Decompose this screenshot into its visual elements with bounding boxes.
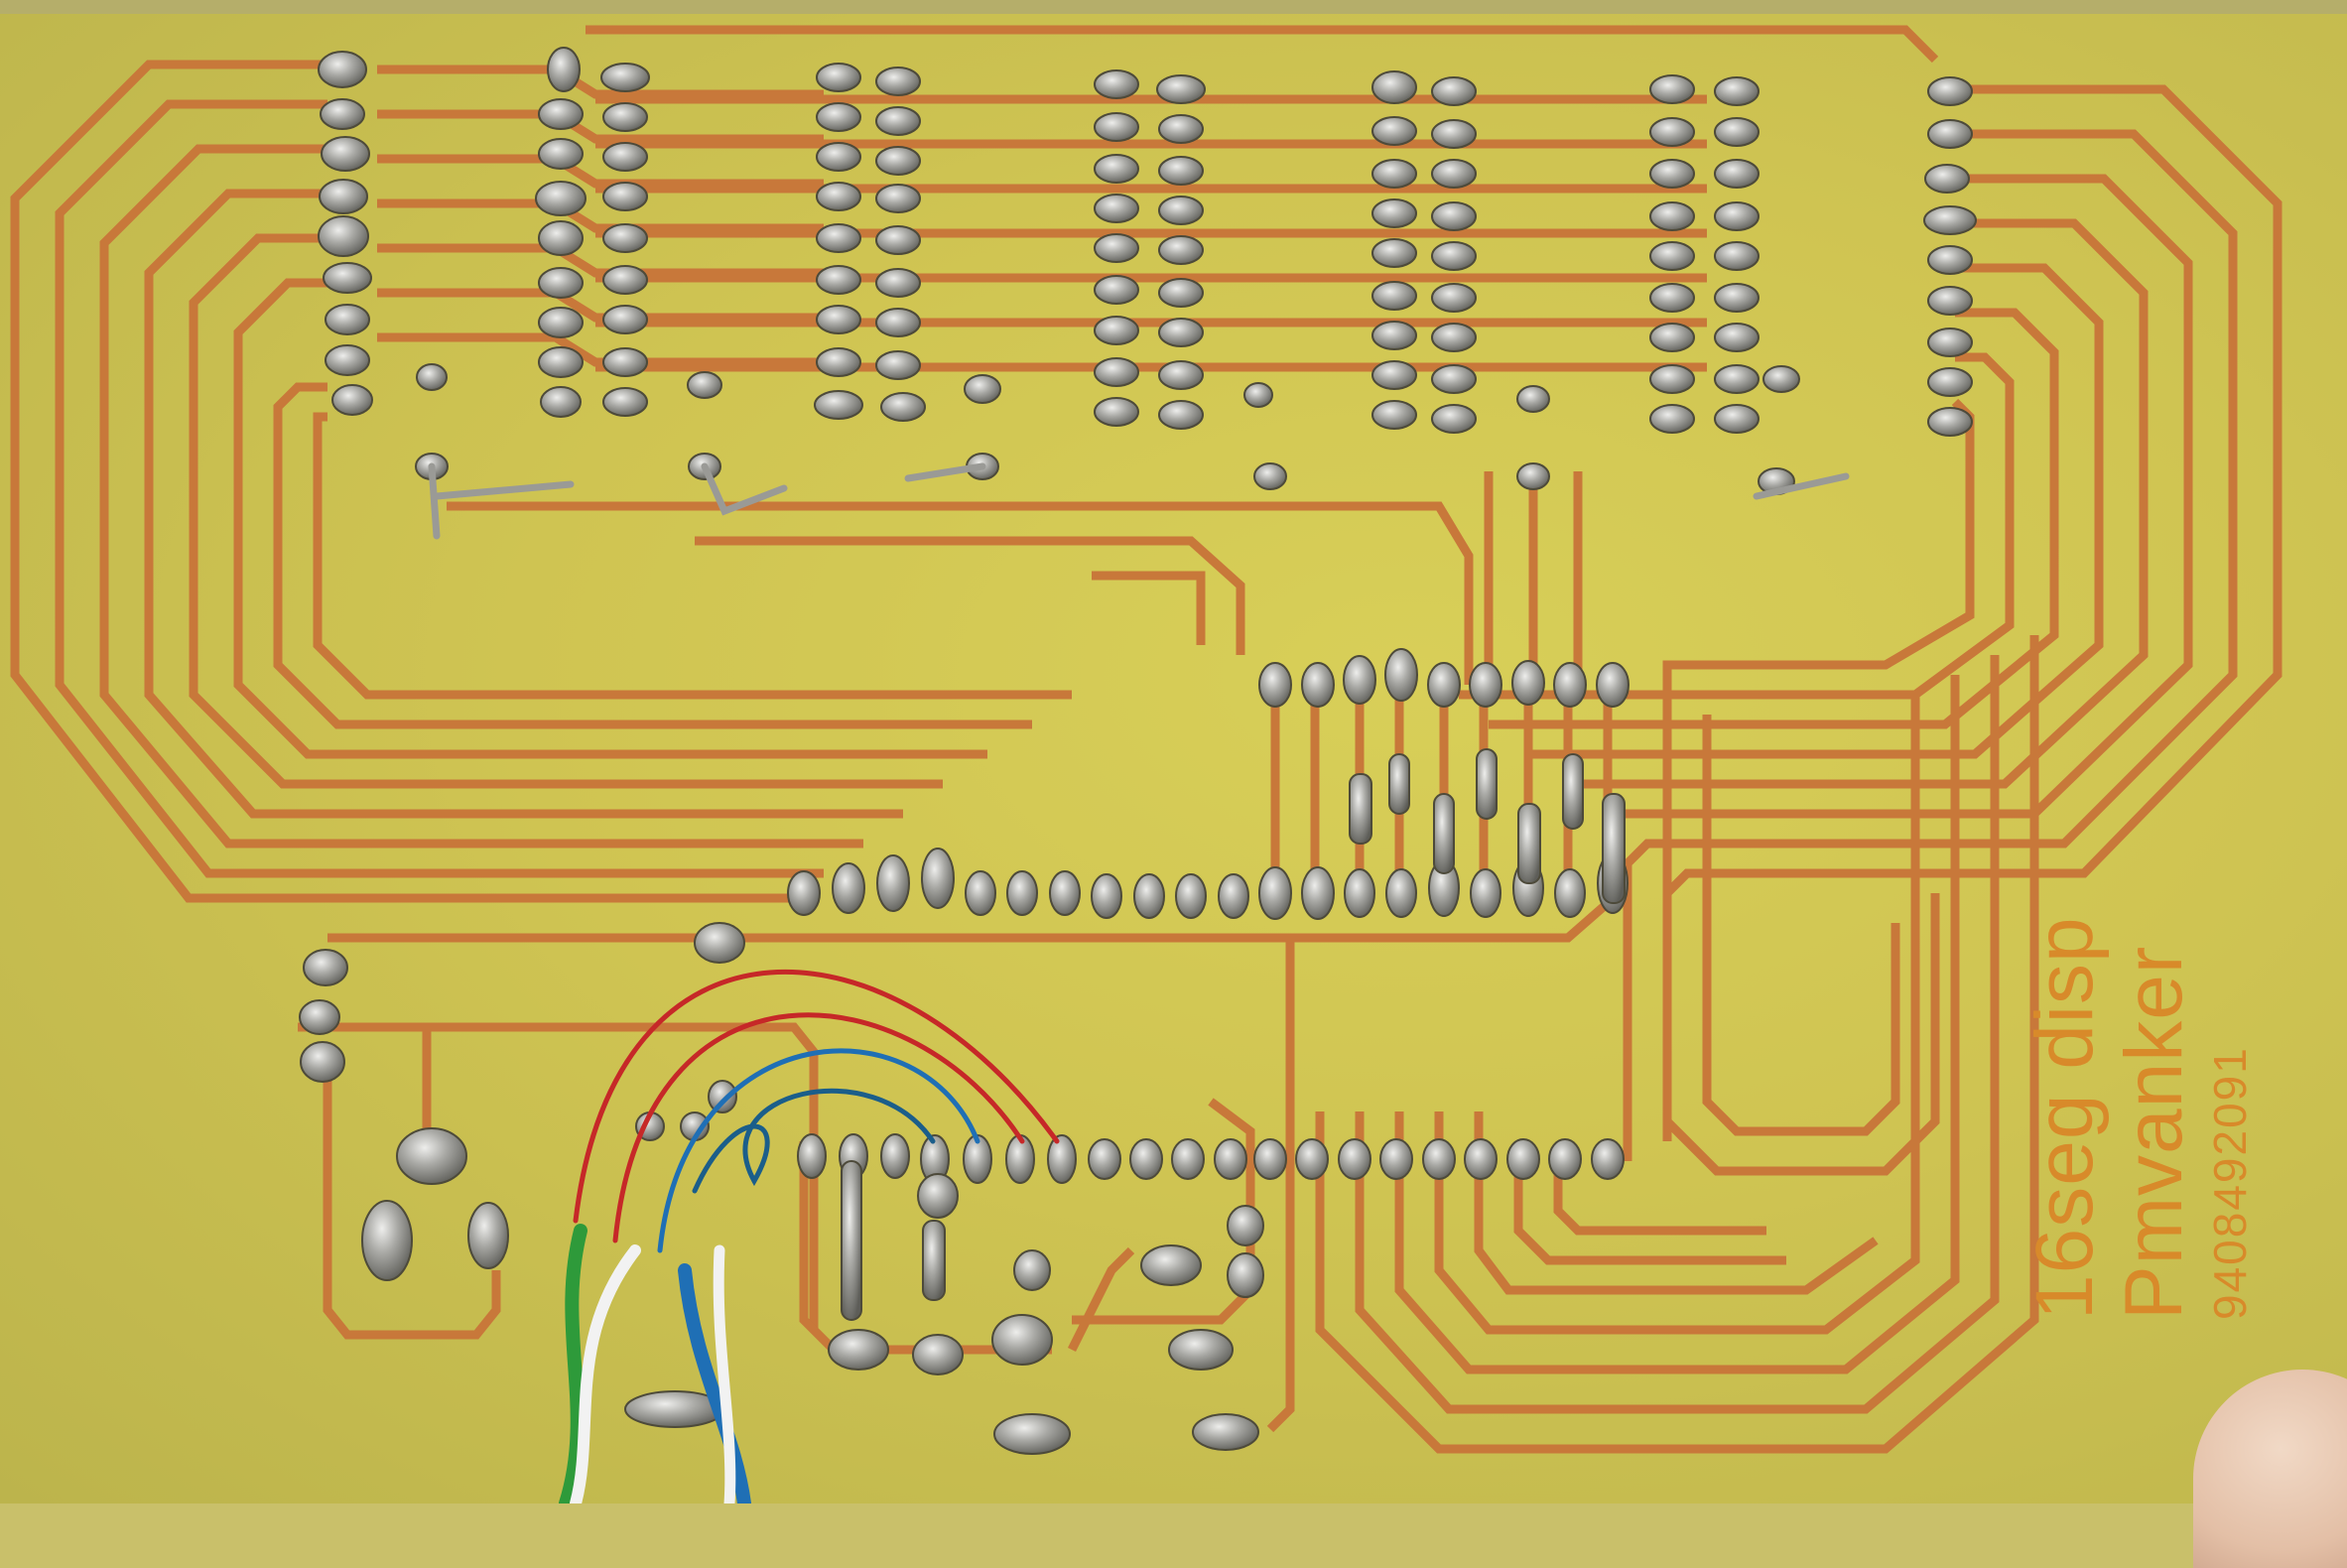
copper-traces	[10, 25, 2282, 1454]
board-top-edge	[0, 0, 2347, 14]
label-title: 16seg disp	[2020, 916, 2110, 1320]
pcb-silkscreen-label: 16seg disp Pmvanker 9408492091	[2020, 916, 2256, 1320]
solder-pads	[299, 47, 1977, 1455]
label-phone: 9408492091	[2204, 1046, 2256, 1320]
flying-wires	[559, 969, 1060, 1503]
label-author: Pmvanker	[2109, 945, 2199, 1320]
